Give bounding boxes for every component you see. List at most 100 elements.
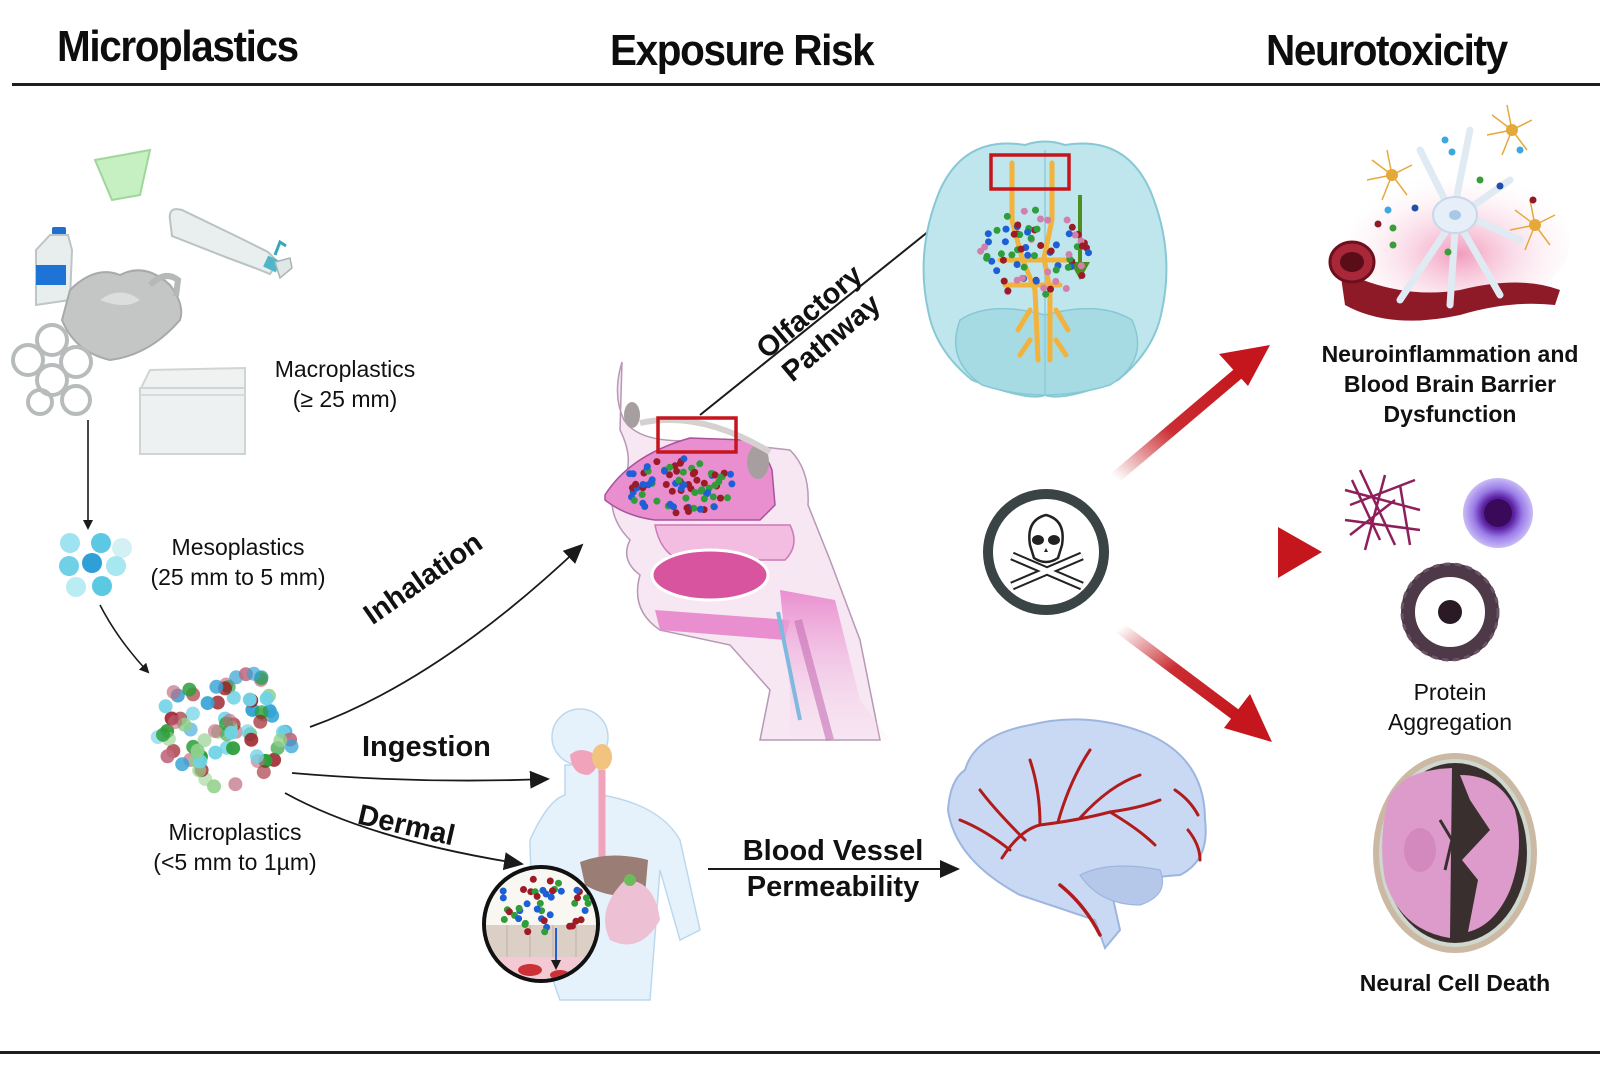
particle: [700, 479, 708, 487]
particle: [572, 917, 580, 925]
mesoplastics-name: Mesoplastics: [171, 534, 305, 560]
particle: [210, 695, 225, 710]
spray-bottle-icon: [168, 208, 293, 280]
particle: [546, 877, 554, 885]
macroplastics-range: (≥ 25 mm): [292, 386, 398, 412]
macroplastics-name: Macroplastics: [274, 356, 416, 382]
particle: [574, 894, 581, 902]
particle: [284, 739, 299, 754]
particle: [696, 460, 704, 468]
microplastics-label: Microplastics (<5 mm to 1µm): [130, 817, 340, 877]
bottom-divider: [0, 1051, 1600, 1054]
particle: [717, 473, 725, 481]
olfactory-highlight-box: [656, 416, 738, 454]
particle: [1042, 290, 1050, 298]
particle: [222, 713, 237, 728]
particle: [691, 468, 699, 476]
nasal-particles: [626, 455, 736, 517]
plastic-cup-icon: [93, 148, 152, 202]
particle: [158, 699, 173, 714]
brain-inferior-particles: [977, 206, 1092, 298]
particle: [1047, 285, 1054, 293]
particle: [549, 887, 556, 895]
particle: [696, 505, 704, 513]
particle: [1078, 242, 1086, 250]
particle: [208, 745, 223, 760]
blood-vessel-line1: Blood Vessel: [742, 835, 924, 867]
arrow-inhalation: [309, 543, 584, 728]
particle: [728, 480, 736, 488]
particle: [1052, 266, 1060, 274]
particle: [697, 487, 705, 495]
particle: [1003, 212, 1011, 220]
particle: [166, 685, 181, 700]
particle: [653, 497, 661, 505]
particle: [711, 471, 719, 479]
particle: [539, 886, 547, 894]
particle: [693, 476, 701, 484]
arrow-to-neural-cell-death: [1116, 623, 1272, 742]
particle: [1032, 206, 1039, 214]
particle: [710, 503, 718, 511]
particle: [661, 467, 668, 475]
particle: [1024, 228, 1032, 236]
particle: [1077, 262, 1085, 270]
particle: [555, 879, 562, 887]
particle: [515, 915, 523, 923]
particle: [541, 928, 549, 936]
arrow-ingestion: [291, 770, 550, 789]
particle: [647, 478, 655, 486]
particle: [190, 743, 205, 758]
plastic-bag-icon: [60, 269, 183, 362]
particle: [1013, 261, 1021, 268]
arrow-to-protein-aggregation: [1150, 527, 1322, 578]
particle: [581, 907, 589, 914]
macroplastics-label: Macroplastics (≥ 25 mm): [245, 354, 445, 414]
particle: [680, 481, 688, 489]
brain-inferior-view-illustration: [922, 140, 1168, 398]
particle: [226, 690, 241, 705]
amyloid-fibril-network-icon: [1344, 469, 1421, 551]
particle: [1001, 238, 1009, 246]
particle: [1010, 230, 1018, 238]
particle: [727, 470, 734, 478]
particle: [573, 886, 581, 894]
protein-aggregation-line2: Aggregation: [1387, 709, 1513, 735]
particle: [629, 470, 637, 478]
particle: [499, 887, 507, 895]
particle: [273, 733, 288, 748]
particle: [1073, 243, 1081, 251]
particle: [630, 496, 638, 504]
protein-aggregation-illustration: [1344, 469, 1533, 662]
particle: [1032, 277, 1040, 285]
protein-aggregation-label: Protein Aggregation: [1350, 677, 1550, 737]
particle: [724, 494, 731, 502]
particle: [168, 715, 183, 729]
particle: [709, 493, 717, 501]
neural-cell-death-label: Neural Cell Death: [1320, 968, 1590, 998]
particle: [182, 682, 197, 697]
particle: [1024, 251, 1032, 259]
styrofoam-box-icon: [138, 366, 246, 455]
aggregate-tangle-icon: [1400, 562, 1500, 662]
neuroinflammation-line2: Blood Brain Barrier: [1343, 371, 1557, 397]
particle: [533, 905, 541, 913]
particle: [1002, 225, 1010, 233]
arrow-dermal: [284, 792, 524, 871]
particle: [1062, 285, 1070, 292]
particle: [253, 714, 268, 729]
protein-aggregation-line1: Protein: [1413, 679, 1487, 705]
particle: [226, 741, 241, 756]
particle: [1064, 263, 1072, 271]
particle: [717, 494, 724, 502]
neural-cell-death-line1: Neural Cell Death: [1359, 970, 1551, 996]
particle: [540, 917, 548, 925]
particle: [536, 899, 544, 907]
particle: [1047, 247, 1055, 255]
particle: [1065, 230, 1073, 238]
particle: [997, 250, 1005, 258]
particle: [1014, 221, 1022, 229]
particle: [1044, 216, 1052, 224]
particle: [1018, 274, 1026, 282]
